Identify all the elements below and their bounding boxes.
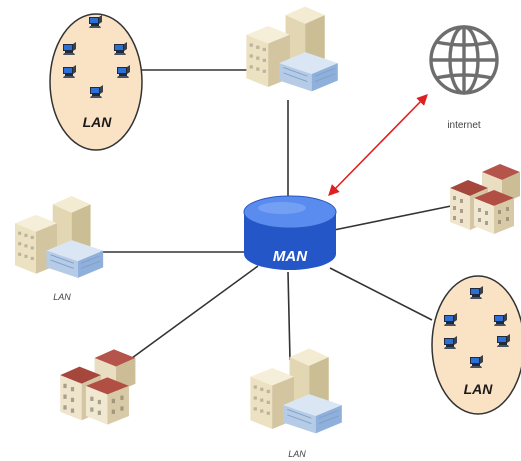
lan-bottom-label: LAN [288,449,306,459]
lan-left-label: LAN [53,292,71,302]
apartment-building-icon [60,349,136,425]
lan-label: LAN [83,114,113,130]
internet-label: internet [447,120,481,131]
link-bottom-right-lan [329,267,433,321]
lan-cluster-bottom-right: LAN [431,275,521,415]
man-hub: MAN [243,195,337,270]
office-building-icon [14,196,104,279]
office-building-icon [249,348,343,434]
link-bottom-left-apartments [131,265,259,359]
man-label: MAN [273,248,308,265]
lan-label: LAN [464,381,494,397]
link-right-apartments [333,204,457,231]
network-links [100,69,457,361]
link-bottom-office [287,271,291,361]
lan-cluster-top-left: LAN [49,13,143,151]
apartment-building-icon [450,164,520,234]
lan-node-bottom: LAN [249,348,343,459]
internet-link [328,93,428,197]
internet-node: internet [429,25,499,131]
globe-icon [429,25,499,95]
lan-node-left: LAN [14,196,104,302]
office-building-icon [245,6,339,92]
